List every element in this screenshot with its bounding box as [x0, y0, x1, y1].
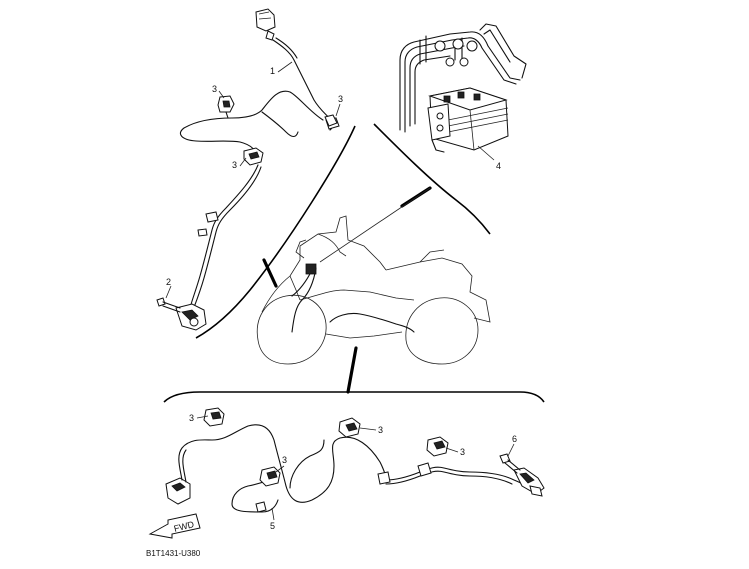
callout-4: 4: [496, 161, 501, 171]
callout-3b: 3: [338, 94, 343, 104]
callout-3c: 3: [232, 160, 237, 170]
callout-3d: 3: [189, 413, 194, 423]
wire-clamp-3c: [324, 114, 338, 127]
front-wheel-sensor-assembly: [156, 8, 340, 331]
wire-clamp-3b: [243, 147, 264, 166]
front-wheel-sensor: [175, 303, 207, 331]
abs-hydraulic-unit-assembly: [399, 23, 527, 161]
top-connector: [255, 8, 276, 41]
leader-lines: [165, 61, 515, 521]
pointer-front: [262, 258, 278, 288]
callout-3g: 3: [460, 447, 465, 457]
fwd-label: FWD: [173, 519, 196, 534]
wire-clamp-3d: [203, 407, 225, 427]
rear-detail-frame: [163, 391, 545, 403]
pipe-fitting: [434, 40, 446, 52]
callout-1: 1: [270, 66, 275, 76]
wire-clamp-3a: [217, 95, 235, 113]
pointer-rear: [346, 346, 358, 394]
lead-grommet: [205, 211, 219, 223]
rear-wheel-sensor-assembly: [165, 407, 545, 513]
front-detail-frame: [195, 125, 356, 339]
callout-numbers: 1 2 3 3 3 3 3 3 3 4 5 6: [166, 66, 517, 531]
wire-clamp-3f: [259, 466, 281, 487]
harness-grommet: [377, 471, 391, 485]
wire-clamp-3g: [426, 436, 449, 457]
callout-3e: 3: [378, 425, 383, 435]
callout-3f: 3: [282, 455, 287, 465]
motorcycle-outline: [256, 215, 491, 365]
fwd-arrow-icon: FWD: [148, 513, 201, 539]
callout-2: 2: [166, 277, 171, 287]
abs-unit-marker: [305, 263, 317, 275]
hydraulic-unit-body: [427, 87, 509, 153]
callout-6: 6: [512, 434, 517, 444]
callout-frames: [163, 123, 545, 403]
front-sensor-lead: [272, 39, 333, 131]
wire-clamp-3e: [338, 417, 361, 438]
diagram-code: B1T1431-U380: [146, 549, 201, 558]
front-wheel: [256, 294, 327, 365]
sensor-bolt-6: [499, 453, 521, 474]
rear-lead-connector: [165, 477, 191, 505]
callout-5: 5: [270, 521, 275, 531]
rear-wheel: [405, 297, 479, 365]
hydraulic-detail-frame: [373, 123, 491, 235]
sensor-bolt-2: [156, 297, 181, 313]
callout-3a: 3: [212, 84, 217, 94]
rear-wheel-sensor: [513, 467, 545, 497]
